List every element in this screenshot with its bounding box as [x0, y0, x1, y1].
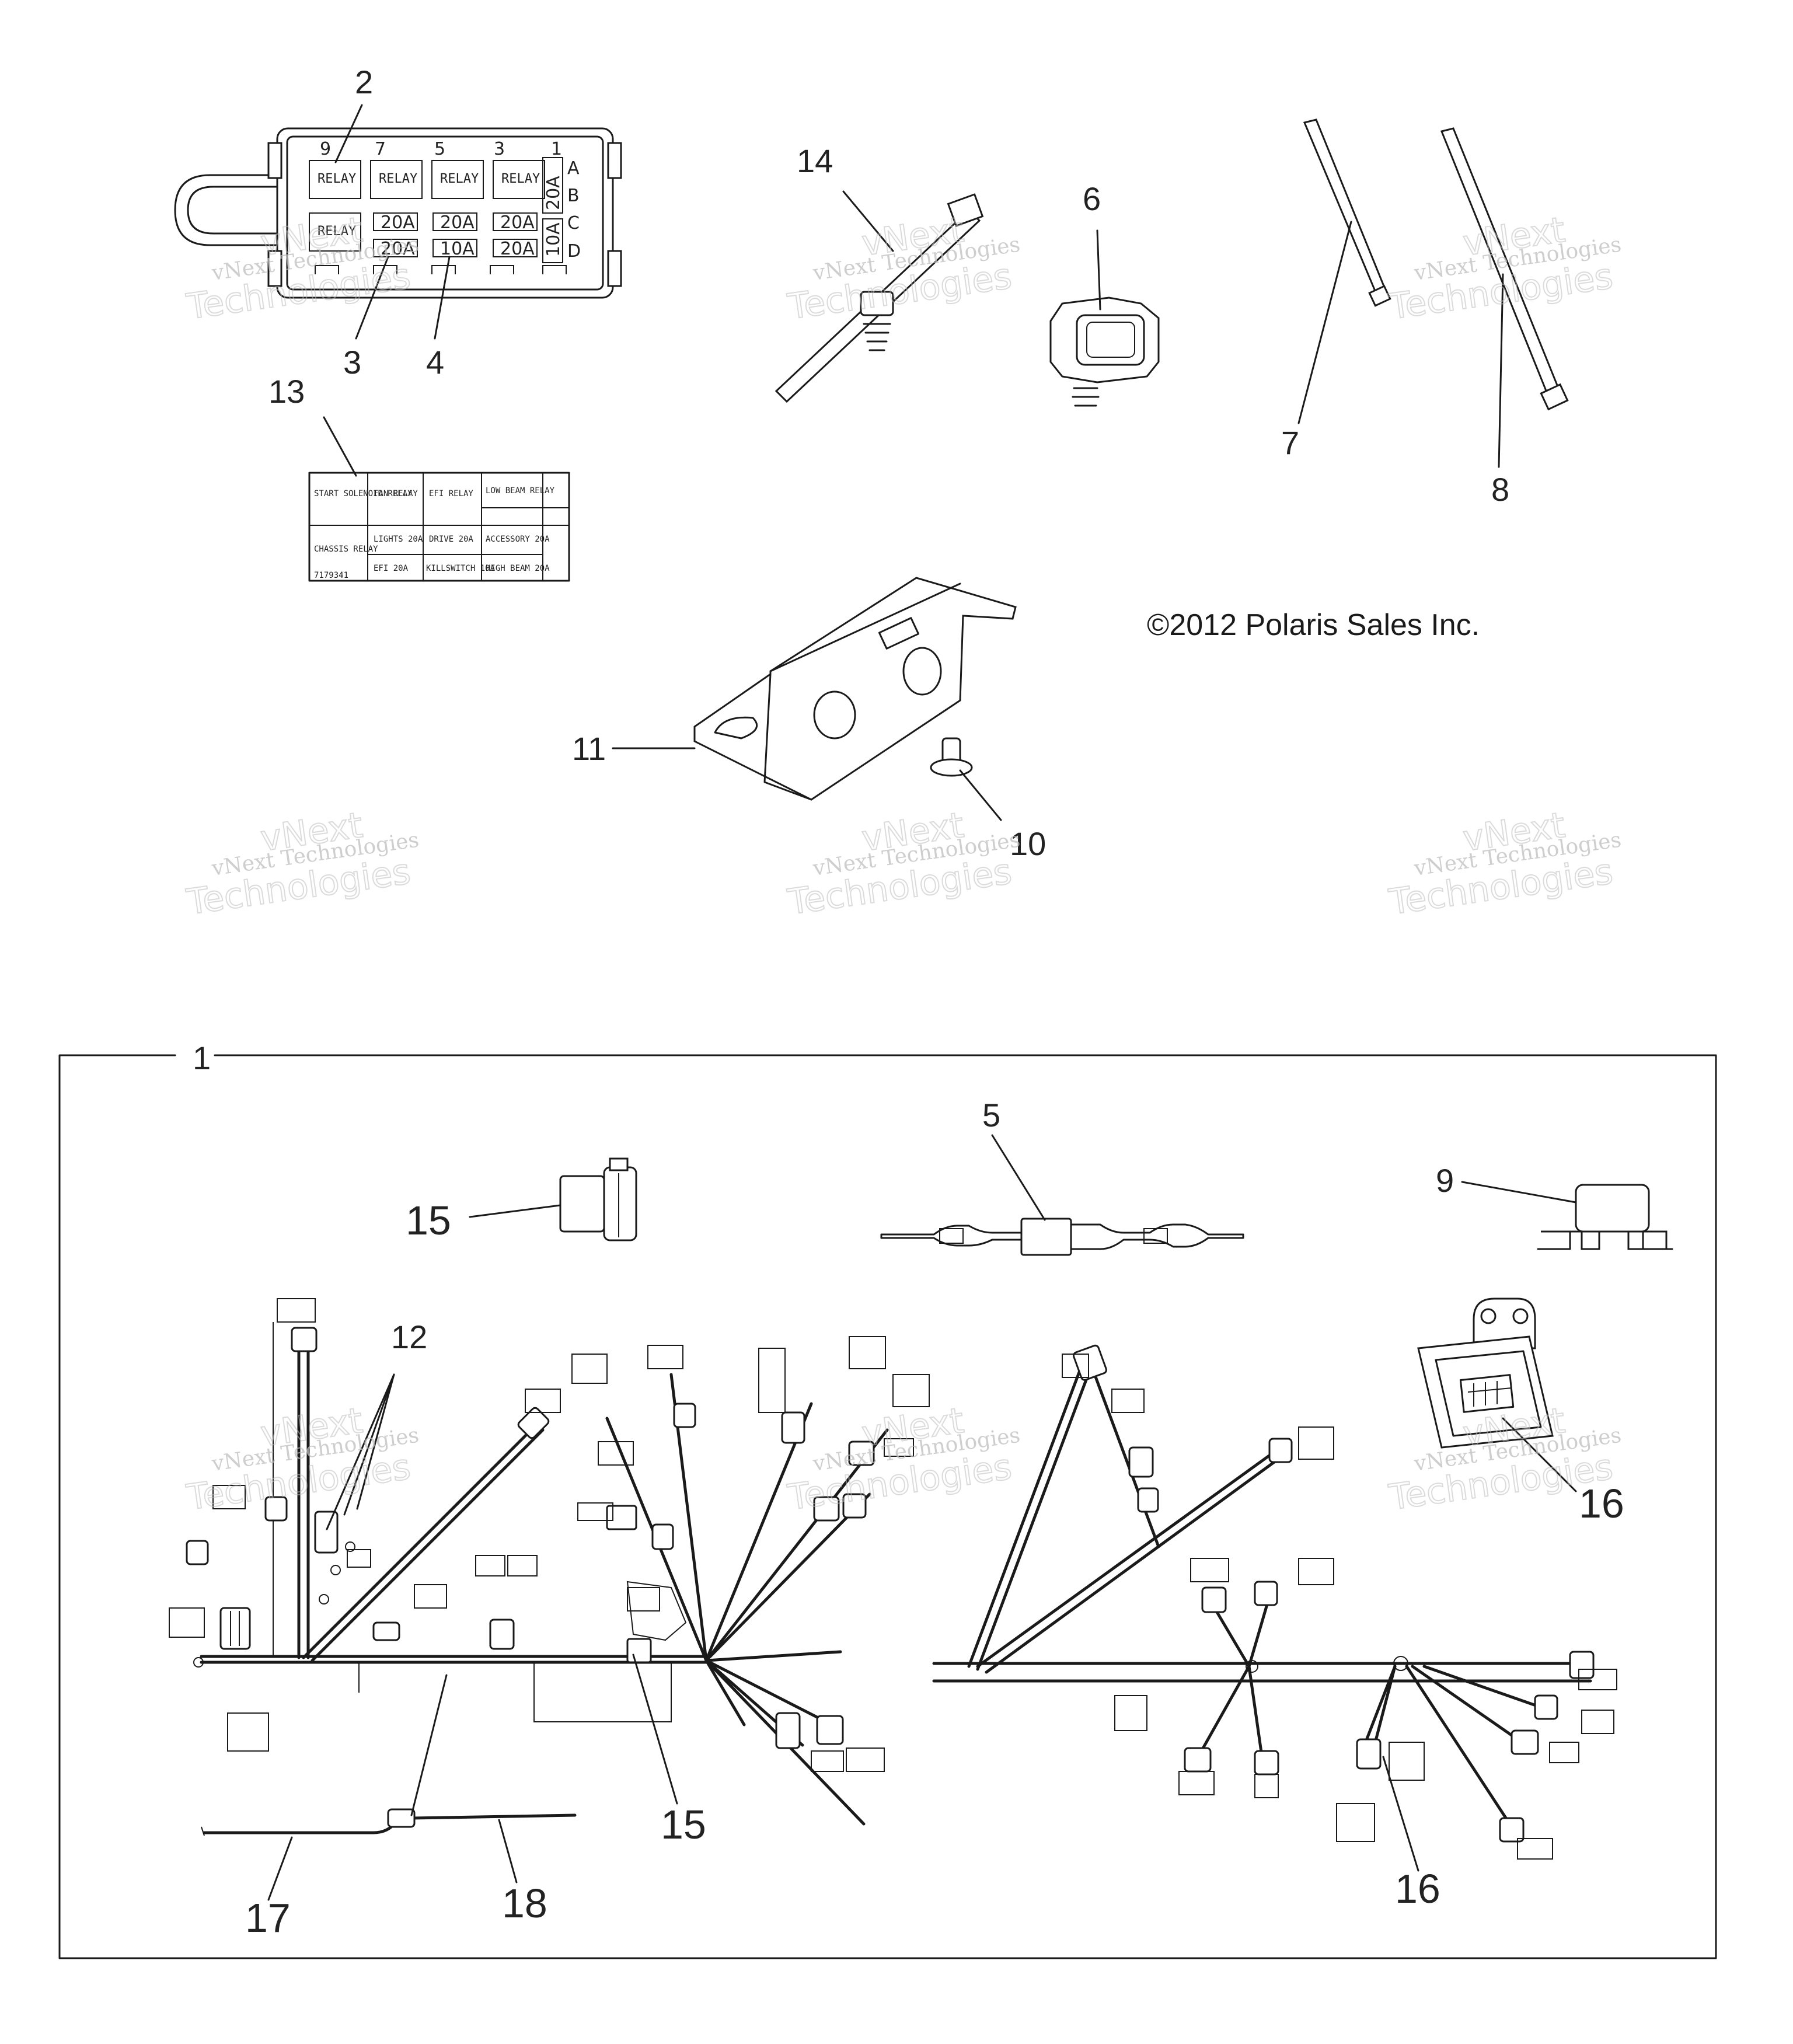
slot-number-7: 7 [375, 139, 386, 159]
slot-number-5: 5 [434, 139, 445, 159]
fuse-rating: 10A [440, 239, 475, 259]
leader-line [991, 1134, 1046, 1221]
circuit-breaker [1537, 1184, 1673, 1250]
leader-line [1461, 1181, 1577, 1204]
label-cell: LIGHTS 20A [374, 535, 423, 544]
fuse-rating: 20A [381, 239, 415, 259]
cable-tie-8 [1440, 127, 1569, 411]
callout-16-top: 16 [1579, 1481, 1624, 1526]
relay-label: RELAY [440, 172, 479, 186]
callout-16-bottom: 16 [1395, 1866, 1440, 1912]
slot-number-1: 1 [551, 139, 562, 159]
label-cell: DRIVE 20A [429, 535, 473, 544]
callout-1: 1 [193, 1040, 211, 1076]
slot-number-3: 3 [494, 139, 505, 159]
callout-9: 9 [1436, 1162, 1454, 1199]
row-letter: A [567, 158, 580, 179]
callout-17: 17 [245, 1895, 291, 1941]
row-letter: D [567, 241, 581, 261]
fuse-rating: 20A [500, 239, 535, 259]
leader-line [323, 416, 357, 477]
leader-line [1297, 221, 1352, 424]
leader-line [1498, 273, 1504, 468]
leader-line [842, 190, 894, 252]
callout-10: 10 [1010, 825, 1046, 862]
leader-line [334, 104, 363, 163]
callout-2: 2 [355, 64, 373, 100]
side-fuse-rating: 20A [543, 176, 564, 210]
leader-line [267, 1836, 293, 1901]
callout-6: 6 [1083, 180, 1101, 217]
callout-15-top: 15 [406, 1198, 451, 1243]
leader-line [632, 1654, 678, 1805]
connector-clip [1049, 297, 1160, 407]
callout-18: 18 [502, 1881, 547, 1926]
fuse-rating: 20A [500, 212, 535, 233]
callout-12: 12 [391, 1319, 427, 1355]
row-letter: C [567, 213, 580, 233]
callout-14: 14 [797, 142, 833, 179]
leader-line [1502, 1417, 1577, 1492]
label-cell: EFI RELAY [429, 489, 473, 498]
fuse-rating: 20A [381, 212, 415, 233]
callout-8: 8 [1491, 471, 1509, 508]
leader-line [959, 769, 1002, 821]
leader-line [1096, 229, 1101, 311]
cable-tie-7 [1303, 118, 1391, 307]
label-cell: KILLSWITCH 10A [426, 564, 496, 573]
label-cell: START SOLENOID RELAY [314, 489, 413, 498]
row-letter: B [567, 186, 580, 206]
label-cell: HIGH BEAM 20A [486, 564, 550, 573]
cable-tie-push-mount [775, 193, 984, 403]
fuse-relay-box: 9 7 5 3 1 RELAY RELAY RELAY RELAY RELAY … [174, 127, 622, 299]
label-cell: CHASSIS RELAY [314, 545, 378, 554]
callout-13: 13 [268, 373, 305, 410]
leader-line [355, 256, 389, 340]
callout-4: 4 [426, 344, 444, 381]
leader-line [469, 1204, 561, 1218]
callout-5: 5 [982, 1097, 1000, 1133]
leader-line [498, 1819, 518, 1883]
side-fuse-rating: 10A [543, 222, 564, 257]
harness-main-left [169, 1298, 930, 1826]
callout-7: 7 [1281, 424, 1299, 461]
label-cell: EFI 20A [374, 564, 409, 573]
mounting-bracket [693, 577, 1017, 801]
relay-label: RELAY [318, 224, 356, 239]
fuse-rating: 20A [440, 212, 475, 233]
relay-label: RELAY [501, 172, 540, 186]
leader-line [434, 256, 451, 340]
jumper-harness-17-18 [201, 1674, 577, 1836]
label-cell: FAN RELAY [374, 489, 418, 498]
inline-fuse-holder [880, 1218, 1244, 1256]
callout-11: 11 [572, 730, 606, 767]
leader-line [1382, 1756, 1419, 1872]
slot-number-9: 9 [320, 139, 331, 159]
harness-main-right [932, 1344, 1617, 1860]
push-rivet [930, 737, 973, 777]
connector-15 [559, 1157, 637, 1241]
label-cell: LOW BEAM RELAY [486, 486, 555, 496]
callout-3: 3 [343, 344, 361, 381]
relay-label: RELAY [318, 172, 356, 186]
label-cell: ACCESSORY 20A [486, 535, 550, 544]
copyright-notice: ©2012 Polaris Sales Inc. [1147, 608, 1480, 642]
callout-15-bottom: 15 [661, 1802, 706, 1847]
relay-label: RELAY [379, 172, 417, 186]
fuse-label-decal: START SOLENOID RELAY FAN RELAY EFI RELAY… [308, 472, 570, 582]
label-part-number: 7179341 [314, 571, 348, 580]
relay-16 [1417, 1297, 1554, 1449]
harness-kit-frame [58, 1054, 1717, 1959]
